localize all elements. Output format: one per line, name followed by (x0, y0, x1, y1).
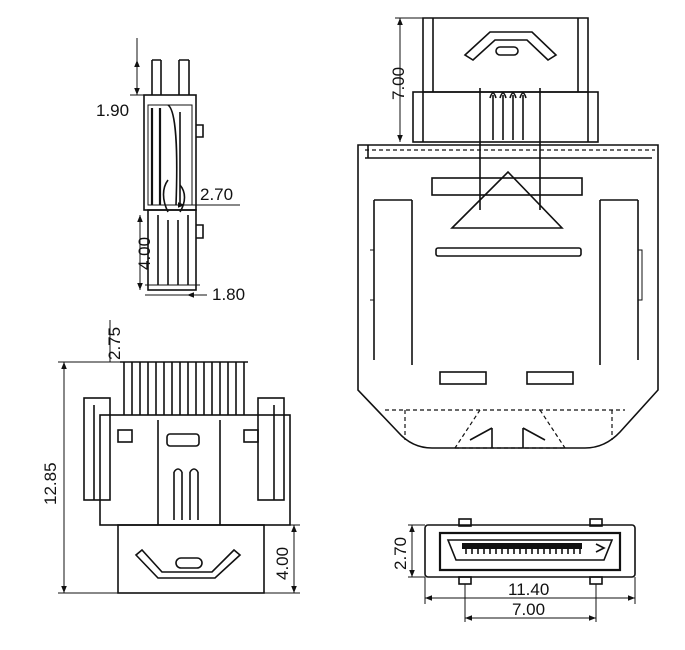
dim-top-height: 7.00 (389, 67, 408, 100)
dim-front-pins: 2.75 (105, 327, 124, 360)
dim-end-height: 2.70 (391, 537, 410, 570)
side-view: 1.90 2.70 4.00 1.80 (96, 38, 245, 304)
dim-side-middle: 2.70 (200, 185, 233, 204)
top-view: 7.00 (357, 17, 659, 449)
front-view: 2.75 12.85 4.00 (41, 320, 300, 594)
front-pins (120, 361, 248, 415)
dim-end-width: 11.40 (508, 580, 549, 599)
dim-side-top: 1.90 (96, 101, 129, 120)
dim-side-lower: 4.00 (135, 237, 154, 270)
dim-side-bottom: 1.80 (212, 285, 245, 304)
dim-front-lower: 4.00 (273, 547, 292, 580)
end-view: 2.70 11.40 7.00 (391, 518, 636, 622)
dim-end-inner: 7.00 (512, 600, 545, 619)
dim-front-height: 12.85 (41, 462, 60, 505)
